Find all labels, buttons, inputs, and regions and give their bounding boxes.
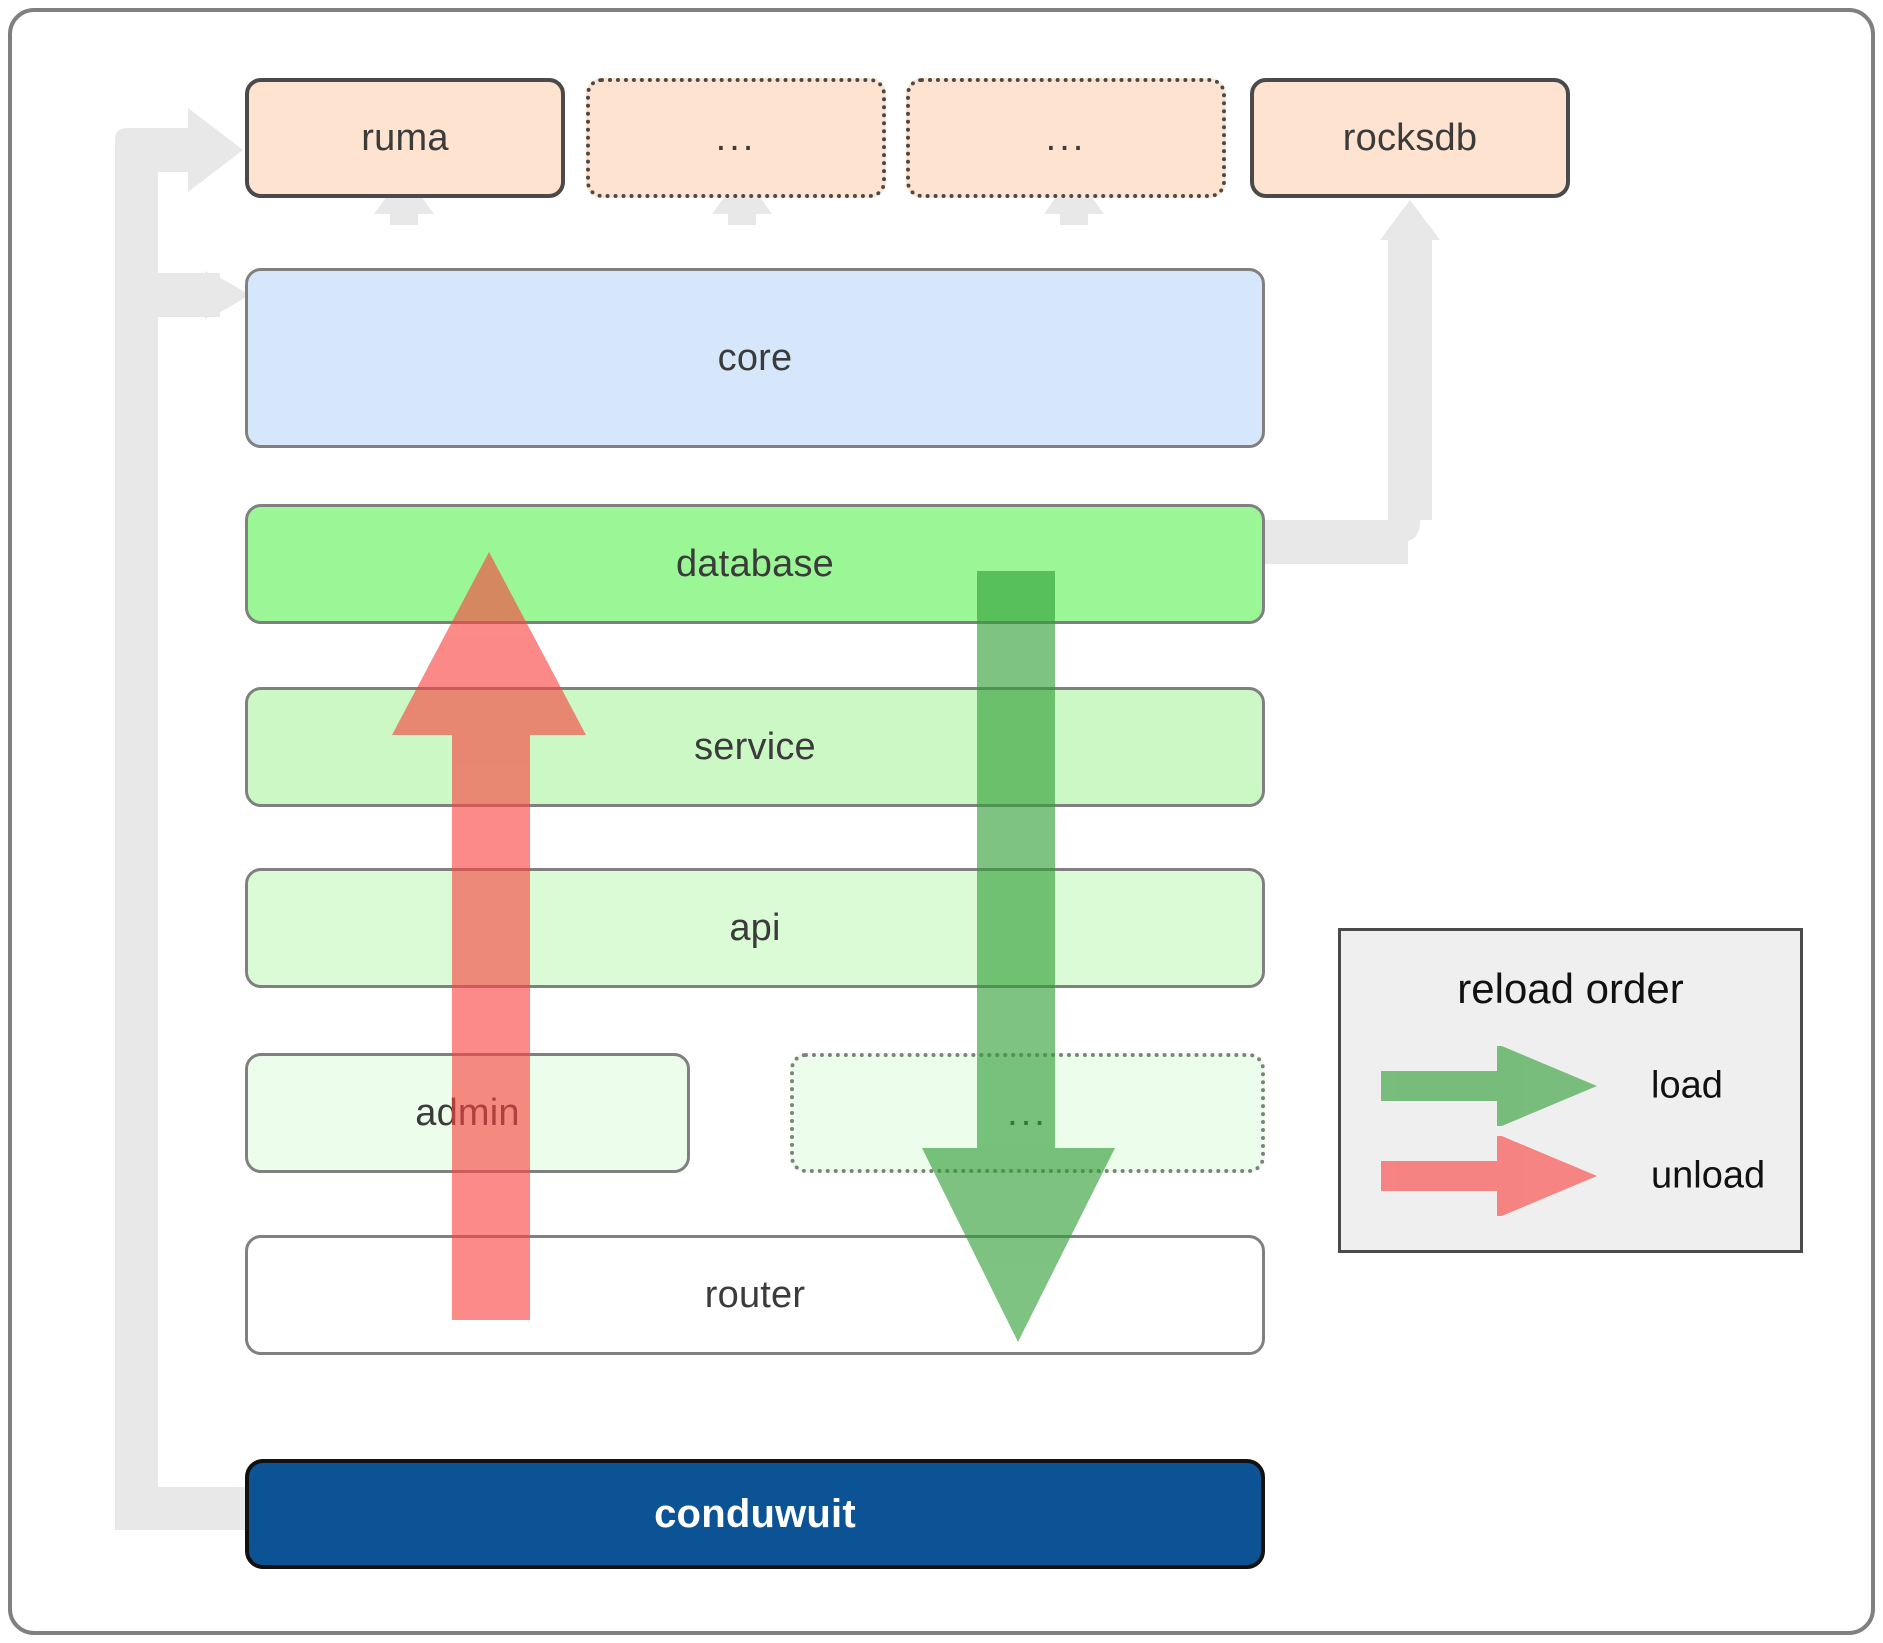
node-api-label: api — [729, 906, 781, 949]
legend-panel: reload order load unload — [1338, 928, 1803, 1253]
node-admin-placeholder-label: ... — [1007, 1091, 1048, 1134]
node-ruma[interactable]: ruma — [245, 78, 565, 198]
node-database-label: database — [676, 542, 834, 585]
node-rocksdb-label: rocksdb — [1342, 116, 1478, 159]
legend-row-unload: unload — [1341, 1136, 1800, 1216]
node-core[interactable]: core — [245, 268, 1265, 448]
node-external-placeholder-2[interactable]: ... — [906, 78, 1226, 198]
node-ruma-label: ruma — [361, 116, 449, 159]
node-database[interactable]: database — [245, 504, 1265, 624]
node-router-label: router — [704, 1273, 806, 1316]
legend-load-arrow-icon — [1381, 1046, 1597, 1126]
legend-unload-label: unload — [1651, 1154, 1766, 1197]
node-admin-placeholder[interactable]: ... — [790, 1053, 1265, 1173]
diagram-frame — [8, 8, 1875, 1635]
node-service-label: service — [694, 725, 816, 768]
node-conduwuit-label: conduwuit — [654, 1491, 856, 1536]
node-api[interactable]: api — [245, 868, 1265, 988]
legend-title: reload order — [1457, 965, 1684, 1012]
legend-unload-arrow-icon — [1381, 1136, 1597, 1216]
node-service[interactable]: service — [245, 687, 1265, 807]
node-admin-label: admin — [415, 1091, 520, 1134]
legend-row-load: load — [1341, 1046, 1800, 1126]
node-external-placeholder-1[interactable]: ... — [586, 78, 886, 198]
node-admin[interactable]: admin — [245, 1053, 690, 1173]
node-external-placeholder-2-label: ... — [1045, 116, 1087, 159]
node-router[interactable]: router — [245, 1235, 1265, 1355]
node-conduwuit[interactable]: conduwuit — [245, 1459, 1265, 1569]
node-core-label: core — [717, 336, 793, 379]
node-rocksdb[interactable]: rocksdb — [1250, 78, 1570, 198]
node-external-placeholder-1-label: ... — [715, 116, 757, 159]
legend-load-label: load — [1651, 1064, 1723, 1107]
